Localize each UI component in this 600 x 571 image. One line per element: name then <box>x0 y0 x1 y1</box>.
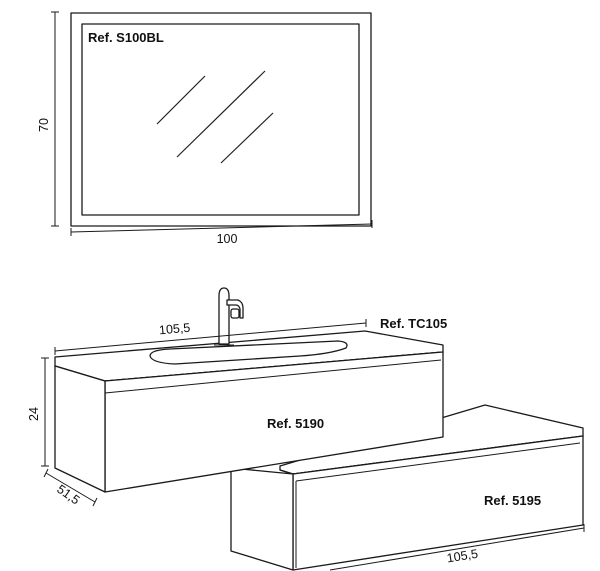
glass-reflection-icon <box>156 70 274 164</box>
lower-unit-width-label: 105,5 <box>446 547 479 566</box>
vanity-depth-dimension <box>43 468 98 507</box>
vanity-depth-label: 51,5 <box>54 482 82 507</box>
vanity-cabinet <box>54 330 444 493</box>
mirror-inner-frame <box>81 23 360 216</box>
vanity-ref-label: Ref. 5190 <box>267 416 324 431</box>
mirror-height-dimension <box>51 11 59 227</box>
top-width-dimension <box>54 319 367 355</box>
mirror-ref-label: Ref. S100BL <box>88 30 164 45</box>
mirror <box>70 12 372 227</box>
vanity-height-label: 24 <box>27 407 41 421</box>
top-width-label: 105,5 <box>158 321 190 338</box>
lower-unit-width-dimension <box>329 524 585 571</box>
lower-unit-ref-label: Ref. 5195 <box>484 493 541 508</box>
mirror-outer-frame <box>70 12 372 227</box>
vanity-height-dimension <box>41 357 49 467</box>
basin <box>149 340 348 365</box>
top-ref-label: Ref. TC105 <box>380 316 447 331</box>
mirror-height-label: 70 <box>37 118 51 132</box>
mirror-width-dimension <box>70 220 373 236</box>
mirror-width-label: 100 <box>217 232 238 246</box>
faucet-icon <box>214 287 244 346</box>
